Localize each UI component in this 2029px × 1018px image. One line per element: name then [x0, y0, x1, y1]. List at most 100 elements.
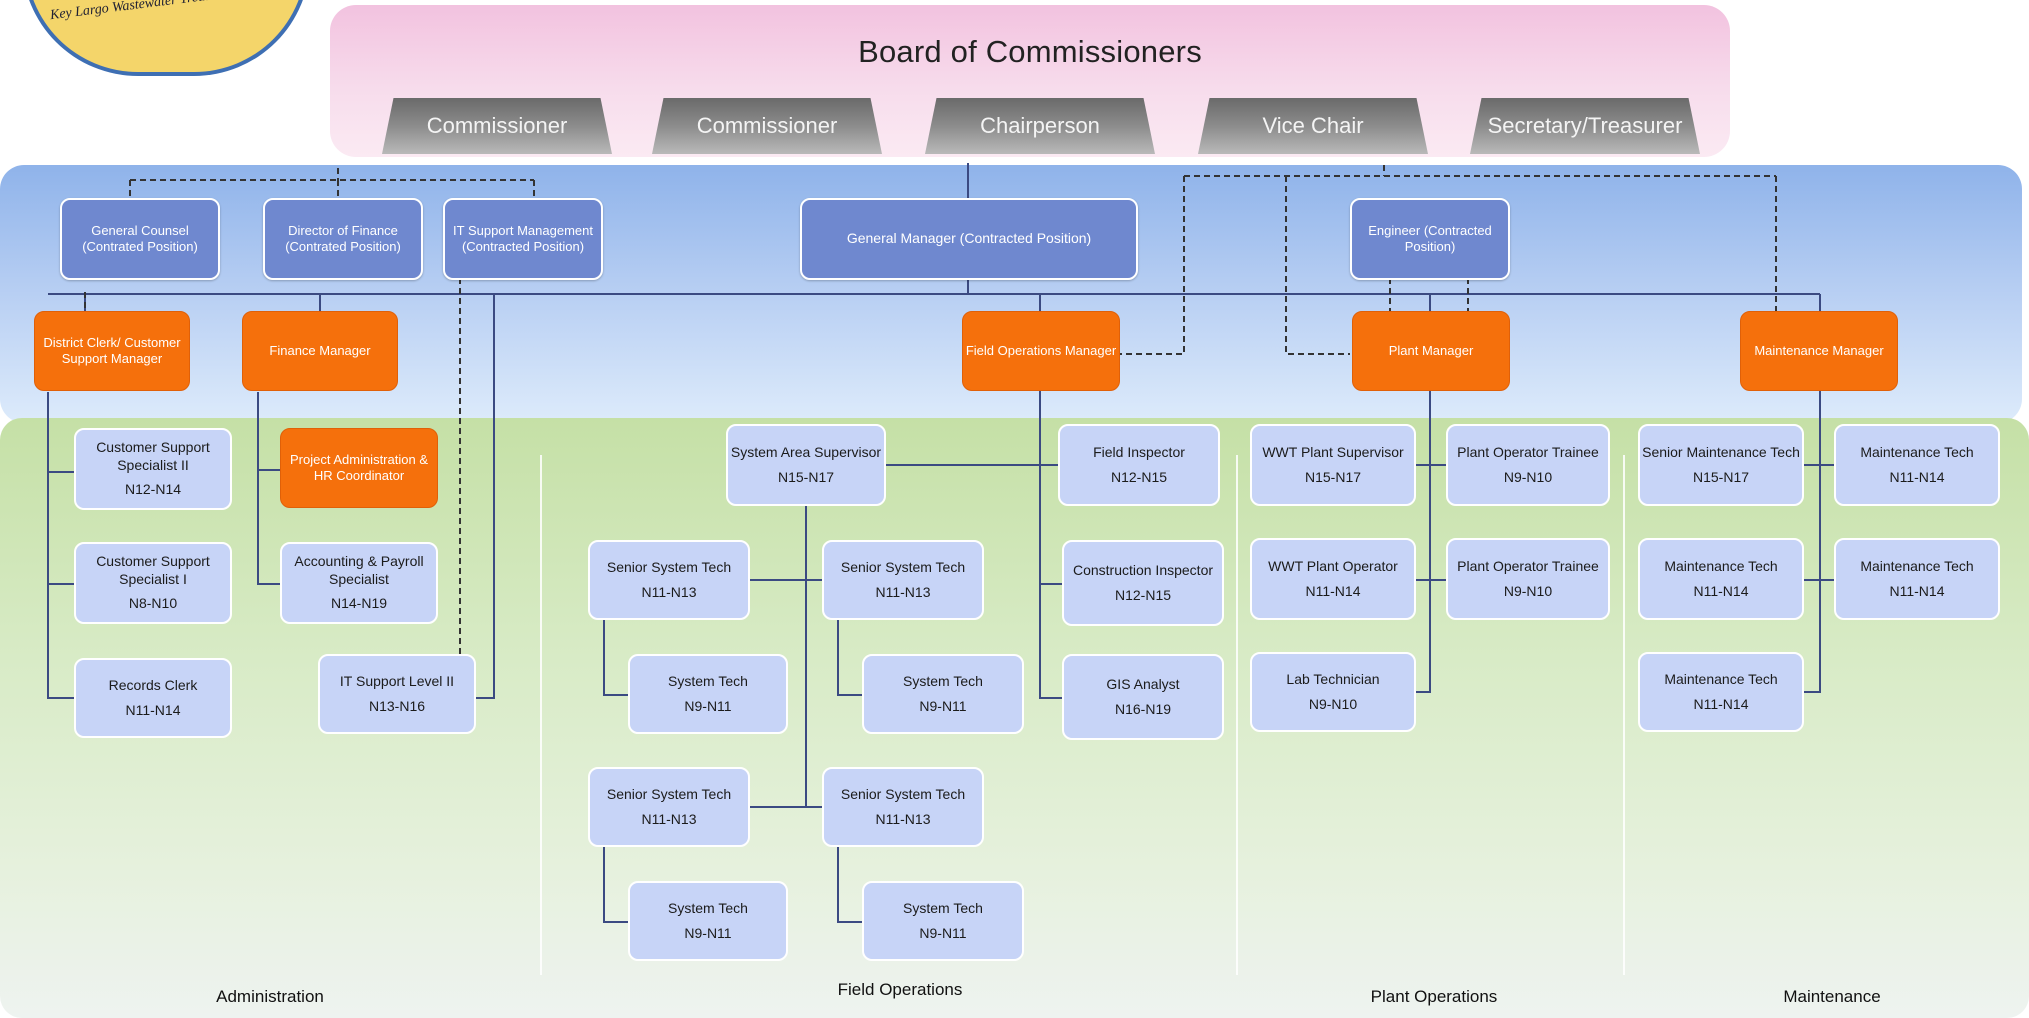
divider-plant-maint — [1623, 455, 1625, 975]
dept-label-administration: Administration — [216, 987, 324, 1006]
system-tech-box: System Tech N9-N11 — [628, 881, 788, 961]
board-member-secretary-treasurer: Secretary/Treasurer — [1470, 98, 1700, 154]
plant-operator-trainee-box: Plant Operator Trainee N9-N10 — [1446, 424, 1610, 506]
system-tech-title: System Tech — [668, 900, 748, 916]
accounting-payroll-specialist-title: Accounting & Payroll Specialist — [294, 553, 424, 587]
maintenance-tech-box: Maintenance Tech N11-N14 — [1638, 652, 1804, 732]
finance-manager-box: Finance Manager — [242, 311, 398, 391]
system-area-supervisor-grade: N15-N17 — [777, 468, 835, 485]
customer-support-specialist-i-grade: N8-N10 — [128, 595, 178, 612]
field-inspector-grade: N12-N15 — [1110, 468, 1168, 485]
plant-operator-trainee-grade: N9-N10 — [1503, 468, 1553, 485]
system-tech-grade: N9-N11 — [919, 697, 967, 714]
lab-technician-grade: N9-N10 — [1308, 695, 1358, 712]
maintenance-tech-box: Maintenance Tech N11-N14 — [1638, 538, 1804, 620]
wwt-plant-supervisor-box: WWT Plant Supervisor N15-N17 — [1250, 424, 1416, 506]
maintenance-tech-title: Maintenance Tech — [1860, 558, 1974, 574]
maintenance-tech-grade: N11-N14 — [1889, 582, 1945, 599]
senior-maintenance-tech-box: Senior Maintenance Tech N15-N17 — [1638, 424, 1804, 506]
maintenance-manager-title: Maintenance Manager — [1754, 342, 1884, 358]
wwt-plant-supervisor-grade: N15-N17 — [1304, 468, 1362, 485]
lab-technician-title: Lab Technician — [1286, 671, 1380, 687]
field-operations-manager-box: Field Operations Manager — [962, 311, 1120, 391]
wwt-plant-operator-grade: N11-N14 — [1305, 582, 1361, 599]
project-admin-hr-coordinator-box: Project Administration & HR Coordinator — [280, 428, 438, 508]
it-support-level-ii-grade: N13-N16 — [368, 697, 426, 714]
it-support-level-ii-box: IT Support Level II N13-N16 — [318, 654, 476, 734]
divider-admin-field — [540, 455, 542, 975]
wwt-plant-supervisor-title: WWT Plant Supervisor — [1262, 444, 1404, 460]
construction-inspector-box: Construction Inspector N12-N15 — [1062, 540, 1224, 626]
senior-system-tech-grade: N11-N13 — [641, 810, 697, 827]
it-support-management-title: IT Support Management (Contracted Positi… — [453, 222, 593, 254]
senior-system-tech-title: Senior System Tech — [606, 786, 732, 802]
senior-system-tech-box: Senior System Tech N11-N13 — [822, 767, 984, 847]
maintenance-tech-grade: N11-N14 — [1693, 582, 1749, 599]
senior-system-tech-box: Senior System Tech N11-N13 — [588, 767, 750, 847]
dept-label-plant-operations: Plant Operations — [1370, 987, 1498, 1006]
senior-maintenance-tech-grade: N15-N17 — [1692, 468, 1750, 485]
senior-system-tech-grade: N11-N13 — [875, 810, 931, 827]
records-clerk-grade: N11-N14 — [125, 701, 181, 718]
lab-technician-box: Lab Technician N9-N10 — [1250, 652, 1416, 732]
system-tech-box: System Tech N9-N11 — [862, 654, 1024, 734]
board-member-chairperson: Chairperson — [925, 98, 1155, 154]
dept-label-maintenance: Maintenance — [1783, 987, 1881, 1006]
maintenance-manager-box: Maintenance Manager — [1740, 311, 1898, 391]
system-tech-title: System Tech — [668, 673, 748, 689]
system-area-supervisor-box: System Area Supervisor N15-N17 — [726, 424, 886, 506]
senior-system-tech-title: Senior System Tech — [606, 559, 732, 575]
plant-operator-trainee-box: Plant Operator Trainee N9-N10 — [1446, 538, 1610, 620]
board-title: Board of Commissioners — [858, 34, 1202, 69]
board-member-commissioner-1: Commissioner — [382, 98, 612, 154]
senior-maintenance-tech-title: Senior Maintenance Tech — [1642, 444, 1800, 460]
senior-system-tech-box: Senior System Tech N11-N13 — [588, 540, 750, 620]
records-clerk-title: Records Clerk — [108, 677, 198, 693]
plant-operator-trainee-title: Plant Operator Trainee — [1457, 444, 1599, 460]
customer-support-specialist-ii-box: Customer Support Specialist II N12-N14 — [74, 428, 232, 510]
system-tech-grade: N9-N11 — [684, 697, 732, 714]
director-finance-box: Director of Finance (Contrated Position) — [263, 198, 423, 280]
plant-manager-box: Plant Manager — [1352, 311, 1510, 391]
wwt-plant-operator-title: WWT Plant Operator — [1268, 558, 1398, 574]
maintenance-tech-title: Maintenance Tech — [1664, 558, 1778, 574]
plant-manager-title: Plant Manager — [1388, 342, 1474, 358]
system-tech-grade: N9-N11 — [684, 924, 732, 941]
customer-support-specialist-i-title: Customer Support Specialist I — [96, 553, 210, 587]
field-operations-manager-title: Field Operations Manager — [965, 342, 1117, 358]
accounting-payroll-specialist-box: Accounting & Payroll Specialist N14-N19 — [280, 542, 438, 624]
director-finance-title: Director of Finance (Contrated Position) — [285, 222, 401, 254]
accounting-payroll-specialist-grade: N14-N19 — [330, 595, 388, 612]
divider-field-plant — [1236, 455, 1238, 975]
system-tech-box: System Tech N9-N11 — [862, 881, 1024, 961]
maintenance-tech-title: Maintenance Tech — [1860, 444, 1974, 460]
wwt-plant-operator-box: WWT Plant Operator N11-N14 — [1250, 538, 1416, 620]
records-clerk-box: Records Clerk N11-N14 — [74, 658, 232, 738]
customer-support-specialist-i-box: Customer Support Specialist I N8-N10 — [74, 542, 232, 624]
system-tech-grade: N9-N11 — [919, 924, 967, 941]
maintenance-tech-grade: N11-N14 — [1889, 468, 1945, 485]
project-admin-hr-coordinator-title: Project Administration & HR Coordinator — [289, 451, 428, 483]
senior-system-tech-title: Senior System Tech — [840, 559, 966, 575]
it-support-management-box: IT Support Management (Contracted Positi… — [443, 198, 603, 280]
field-inspector-title: Field Inspector — [1093, 444, 1185, 460]
district-clerk-manager-box: District Clerk/ Customer Support Manager — [34, 311, 190, 391]
engineer-box: Engineer (Contracted Position) — [1350, 198, 1510, 280]
maintenance-tech-box: Maintenance Tech N11-N14 — [1834, 538, 2000, 620]
plant-operator-trainee-title: Plant Operator Trainee — [1457, 558, 1599, 574]
maintenance-tech-box: Maintenance Tech N11-N14 — [1834, 424, 2000, 506]
gis-analyst-grade: N16-N19 — [1114, 700, 1172, 717]
senior-system-tech-grade: N11-N13 — [641, 583, 697, 600]
field-inspector-box: Field Inspector N12-N15 — [1058, 424, 1220, 506]
maintenance-tech-title: Maintenance Tech — [1664, 671, 1778, 687]
it-support-level-ii-title: IT Support Level II — [339, 673, 455, 689]
maintenance-tech-grade: N11-N14 — [1693, 695, 1749, 712]
dept-label-field-operations: Field Operations — [837, 980, 963, 999]
board-member-commissioner-2: Commissioner — [652, 98, 882, 154]
district-clerk-manager-title: District Clerk/ Customer Support Manager — [43, 334, 181, 366]
senior-system-tech-title: Senior System Tech — [840, 786, 966, 802]
system-area-supervisor-title: System Area Supervisor — [730, 444, 882, 460]
general-counsel-title: General Counsel (Contrated Position) — [82, 222, 198, 254]
senior-system-tech-grade: N11-N13 — [875, 583, 931, 600]
